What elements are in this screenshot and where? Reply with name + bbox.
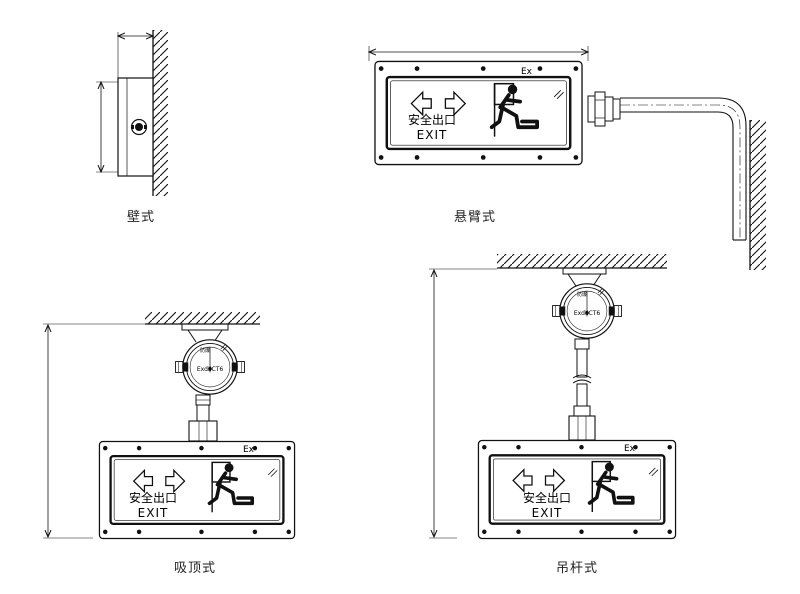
sign-text-cn: 安全出口 <box>523 490 571 505</box>
ceiling-mount-view <box>43 312 297 541</box>
pendant-mount-view <box>429 254 676 539</box>
wall-hatch <box>153 30 168 196</box>
jbox-arc-text: 防爆 <box>200 347 210 354</box>
cantilever-exit-sign <box>372 59 585 167</box>
sign-text-en: EXIT <box>138 506 169 520</box>
cantilever-mount-view <box>369 46 766 270</box>
pendant-mount-label: 吊杆式 <box>555 561 599 576</box>
ex-mark: Ex <box>521 67 533 77</box>
ex-mark: Ex <box>243 445 255 455</box>
ex-mark: Ex <box>624 444 636 454</box>
cantilever-mount-label: 悬臂式 <box>453 210 497 225</box>
jbox-arc-text: 防爆 <box>577 291 587 298</box>
jbox-marking: ExdIICT6 <box>197 366 224 373</box>
wall-mount-view <box>96 30 168 196</box>
sign-text-cn: 安全出口 <box>129 490 177 505</box>
sign-text-en: EXIT <box>532 506 563 520</box>
sign-text-en: EXIT <box>417 128 448 142</box>
ceiling-exit-sign <box>97 439 297 541</box>
wall-mount-label: 壁式 <box>126 210 156 225</box>
pendant-exit-sign <box>478 440 675 538</box>
jbox-marking: ExdIICT6 <box>574 310 601 317</box>
ceiling-mount-label: 吸顶式 <box>173 561 217 576</box>
sign-text-cn: 安全出口 <box>408 112 456 127</box>
